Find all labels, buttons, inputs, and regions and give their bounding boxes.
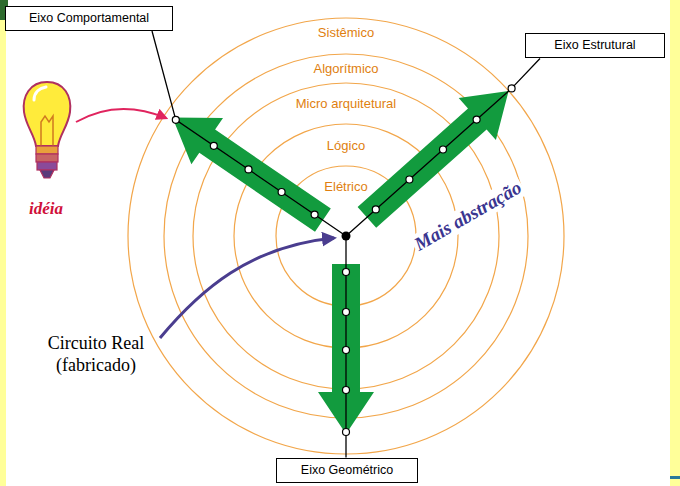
axis-name: Eixo Geométrico xyxy=(285,463,409,477)
axis-box: Eixo Comportamental xyxy=(5,6,173,31)
green-arrow xyxy=(173,118,331,232)
level-label: Sistêmico xyxy=(315,25,377,40)
level-label: Lógico xyxy=(324,138,368,153)
axis-dot xyxy=(172,116,179,123)
axis-box: Eixo Geométrico xyxy=(276,458,418,483)
axis-dot xyxy=(406,176,413,183)
axis-dot xyxy=(311,211,318,218)
axis-name: Eixo Estrutural xyxy=(534,38,656,52)
circuit-arrow xyxy=(160,238,334,338)
abstraction-label: Mais abstração xyxy=(409,176,527,257)
bulb-base xyxy=(36,154,58,162)
bulb-filament xyxy=(41,116,53,146)
axis-dot xyxy=(372,206,379,213)
axis-dot xyxy=(343,269,350,276)
axis-dot xyxy=(440,146,447,153)
axis-dot xyxy=(343,309,350,316)
bulb-tip xyxy=(40,170,54,178)
axis-dot xyxy=(343,347,350,354)
axis-box: Eixo Estrutural xyxy=(525,33,665,58)
level-circle xyxy=(128,18,564,454)
frame-mark xyxy=(670,476,680,479)
lightbulb-icon xyxy=(24,82,71,178)
axis-dot xyxy=(210,142,217,149)
level-label: Micro arquitetural xyxy=(293,96,399,111)
bulb-base xyxy=(37,162,57,170)
axis-dot xyxy=(343,387,350,394)
frame-strip xyxy=(0,0,6,486)
bulb-highlight xyxy=(34,87,46,100)
axis-dot xyxy=(343,429,350,436)
axis-dot xyxy=(245,166,252,173)
level-label: Elétrico xyxy=(321,179,370,194)
circuit-label: Circuito Real (fabricado) xyxy=(26,332,166,376)
idea-arrow xyxy=(76,109,166,122)
axis-dot xyxy=(473,116,480,123)
bulb-glass xyxy=(24,82,71,146)
axis-name: Eixo Comportamental xyxy=(14,11,164,25)
frame-strip xyxy=(670,0,680,486)
axis-line xyxy=(346,59,540,237)
axis-dot xyxy=(508,85,515,92)
center-dot xyxy=(342,232,351,241)
axis-dot xyxy=(278,189,285,196)
bulb-base xyxy=(36,146,58,154)
level-label: Algorítmico xyxy=(310,61,381,76)
idea-label: idéia xyxy=(29,199,63,219)
